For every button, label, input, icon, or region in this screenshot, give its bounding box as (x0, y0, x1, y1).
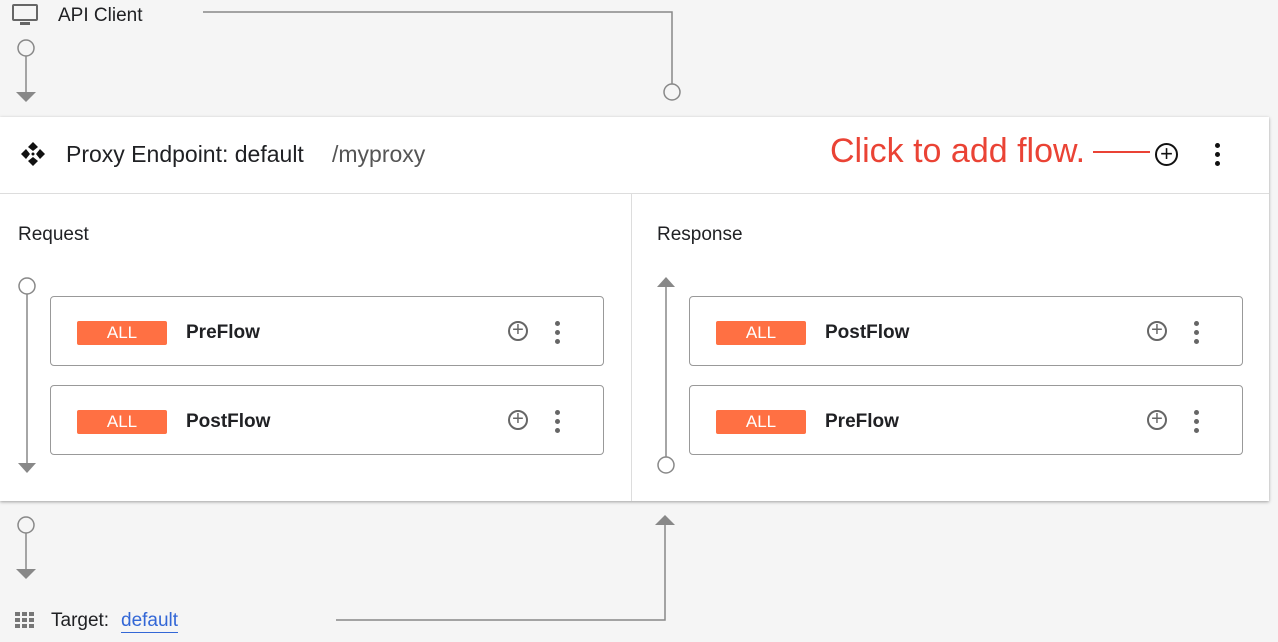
endpoint-icon (20, 141, 46, 167)
proxy-endpoint-card: Proxy Endpoint: default /myproxy Click t… (0, 117, 1269, 501)
endpoint-title: Proxy Endpoint: default (66, 141, 304, 167)
endpoint-menu-button[interactable] (1215, 143, 1221, 167)
add-policy-button[interactable]: + (508, 409, 528, 430)
section-divider (631, 194, 632, 501)
target-link[interactable]: default (121, 610, 179, 633)
flow-menu-button[interactable] (555, 321, 561, 345)
annotation-pointer (1093, 151, 1150, 153)
response-flow-row[interactable]: ALL PreFlow + (689, 385, 1243, 455)
endpoint-path: /myproxy (332, 141, 426, 167)
method-badge: ALL (77, 321, 167, 345)
add-policy-button[interactable]: + (1147, 409, 1167, 430)
request-connector (18, 277, 36, 473)
add-policy-button[interactable]: + (1147, 320, 1167, 341)
add-policy-button[interactable]: + (508, 320, 528, 341)
flow-menu-button[interactable] (555, 410, 561, 434)
api-client-label: API Client (58, 5, 143, 26)
target-label: Target: (51, 610, 110, 631)
request-flow-row[interactable]: ALL PreFlow + (50, 296, 604, 366)
request-flow-row[interactable]: ALL PostFlow + (50, 385, 604, 455)
method-badge: ALL (716, 321, 806, 345)
response-connector (657, 277, 675, 474)
response-title: Response (657, 224, 743, 245)
monitor-icon (12, 4, 38, 26)
response-flow-row[interactable]: ALL PostFlow + (689, 296, 1243, 366)
flow-name: PostFlow (825, 322, 910, 343)
grid-icon (15, 612, 35, 630)
add-flow-annotation: Click to add flow. (830, 132, 1086, 170)
add-flow-button[interactable]: + (1155, 143, 1178, 166)
flow-menu-button[interactable] (1194, 410, 1200, 434)
flow-name: PreFlow (186, 322, 260, 343)
method-badge: ALL (77, 410, 167, 434)
proxy-endpoint-header: Proxy Endpoint: default /myproxy Click t… (0, 117, 1269, 194)
method-badge: ALL (716, 410, 806, 434)
flow-menu-button[interactable] (1194, 321, 1200, 345)
request-title: Request (18, 224, 89, 245)
flow-name: PreFlow (825, 411, 899, 432)
flow-name: PostFlow (186, 411, 271, 432)
